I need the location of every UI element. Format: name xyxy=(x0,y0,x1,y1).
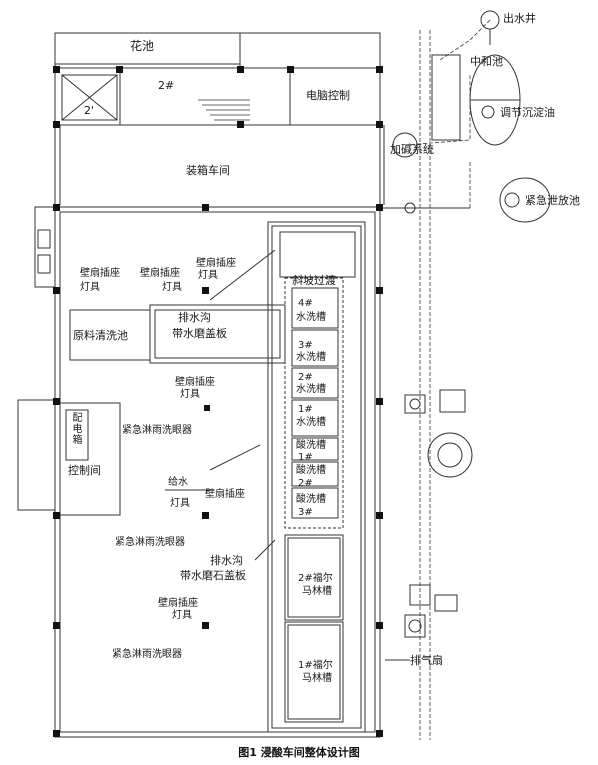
label-exhaust-fan: 排气扇 xyxy=(410,654,443,667)
label-formalin-1: 1#福尔 xyxy=(298,660,333,671)
label-acid-tank-2: 酸洗槽 xyxy=(296,465,326,476)
label-flower-bed: 花池 xyxy=(130,39,155,53)
label-water-tank-2-num: 2# xyxy=(298,372,313,383)
label-fan-socket-2: 壁扇插座 xyxy=(140,268,180,279)
label-computer-control: 电脑控制 xyxy=(306,89,350,102)
label-alkali-system: 加碱系统 xyxy=(390,143,434,156)
label-slope-transition: 斜坡过渡 xyxy=(292,274,336,287)
label-regulate-tank: 调节沉淀油 xyxy=(500,106,555,119)
label-fan-socket-3: 壁扇插座 xyxy=(196,258,236,269)
label-neutral-tank: 中和池 xyxy=(470,55,503,68)
label-room-2b: 2' xyxy=(84,104,95,117)
label-water-tank-4-num: 4# xyxy=(298,298,313,309)
label-drain-ditch: 排水沟 xyxy=(178,311,211,324)
label-distribution-box: 配电箱 xyxy=(70,412,81,445)
neutral-tank xyxy=(431,54,461,141)
label-drain-cover: 带水磨盖板 xyxy=(172,327,227,340)
label-acid-tank-1: 酸洗槽 xyxy=(296,440,326,451)
label-emergency-tank: 紧急泄放池 xyxy=(525,194,580,207)
emergency-tank xyxy=(499,177,551,223)
label-acid-2-num: 2# xyxy=(298,478,313,489)
label-eyewash-2: 紧急淋雨洗眼器 xyxy=(115,537,185,548)
label-lamp-3: 灯具 xyxy=(198,270,218,281)
label-lamp-5: 灯具 xyxy=(170,498,190,509)
label-fan-socket-6: 壁扇插座 xyxy=(158,598,198,609)
label-drain-cover-2: 带水磨石盖板 xyxy=(180,569,246,582)
label-drain-ditch-2: 排水沟 xyxy=(210,554,243,567)
control-room-outline xyxy=(59,402,121,516)
label-fan-socket-5: 壁扇插座 xyxy=(205,489,245,500)
label-water-tank-3: 水洗槽 xyxy=(296,352,326,363)
label-water-tank-2: 水洗槽 xyxy=(296,384,326,395)
label-lamp-2: 灯具 xyxy=(162,282,182,293)
label-lamp-6: 灯具 xyxy=(172,610,192,621)
label-fan-socket-1: 壁扇插座 xyxy=(80,268,120,279)
label-control-room: 控制间 xyxy=(68,464,101,477)
label-formalin-1-tank: 马林槽 xyxy=(302,673,332,684)
label-water-tank-4: 水洗槽 xyxy=(296,312,326,323)
top-building-outline xyxy=(54,32,381,126)
label-outlet-well: 出水井 xyxy=(503,12,536,25)
label-formalin-2: 2#福尔 xyxy=(298,573,333,584)
label-water-tank-1: 水洗槽 xyxy=(296,417,326,428)
structural-columns xyxy=(53,66,383,737)
label-fan-socket-4: 壁扇插座 xyxy=(175,377,215,388)
label-formalin-2-tank: 马林槽 xyxy=(302,586,332,597)
label-eyewash-1: 紧急淋雨洗眼器 xyxy=(122,425,192,436)
label-water-tank-1-num: 1# xyxy=(298,404,313,415)
label-lamp-1: 灯具 xyxy=(80,282,100,293)
label-lamp-4: 灯具 xyxy=(180,389,200,400)
label-water-tank-3-num: 3# xyxy=(298,340,313,351)
label-eyewash-3: 紧急淋雨洗眼器 xyxy=(112,649,182,660)
label-raw-wash-tank: 原料清洗池 xyxy=(73,329,128,342)
label-acid-1-num: 1# xyxy=(298,452,313,463)
label-room-2: 2# xyxy=(158,79,175,92)
figure-caption: 图1 浸酸车间整体设计图 xyxy=(238,746,360,759)
label-water-supply: 给水 xyxy=(168,477,188,488)
label-acid-3-num: 3# xyxy=(298,507,313,518)
tank-block-outline xyxy=(267,221,366,733)
label-loading-workshop: 装箱车间 xyxy=(186,164,230,177)
label-acid-tank-3: 酸洗槽 xyxy=(296,494,326,505)
